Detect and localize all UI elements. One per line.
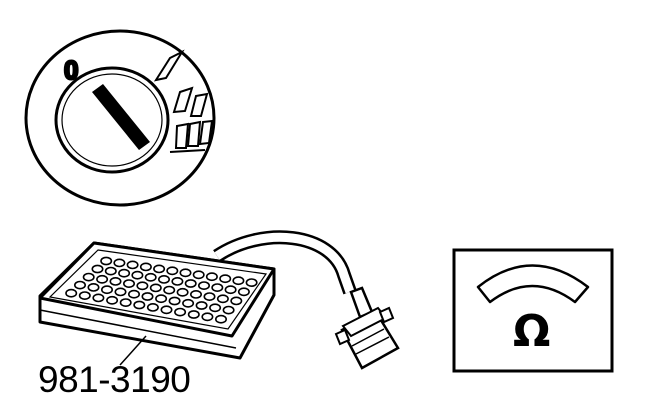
test-box-part-number: 981-3190 [38,359,190,400]
socket-hole [114,287,127,297]
ignition-position-1 [153,49,185,82]
socket-hole [136,281,149,291]
socket-hole [106,295,119,305]
socket-hole [65,288,78,298]
socket-hole [160,305,173,315]
socket-hole [133,300,146,310]
socket-hole [198,281,211,290]
socket-hole [131,270,144,280]
socket-hole [166,266,179,276]
socket-hole [237,287,250,297]
socket-hole [224,285,237,295]
ignition-lock-cylinder-inner [61,73,163,167]
socket-hole [109,276,122,286]
socket-hole [205,272,218,282]
socket-hole [168,296,181,306]
socket-hole [184,279,197,288]
socket-hole [104,266,117,276]
ignition-position-3 [169,119,214,153]
socket-hole [119,298,132,307]
test-box-socket-grid [65,256,258,324]
socket-hole [182,298,195,308]
socket-hole [176,287,189,297]
socket-hole [232,276,245,286]
socket-hole [174,307,187,317]
socket-hole [211,283,224,292]
socket-hole [126,260,139,270]
socket-hole [158,274,171,284]
socket-hole [146,302,159,312]
socket-hole [171,276,184,286]
test-cable [213,230,357,295]
ohm-symbol: Ω [513,306,550,357]
socket-hole [230,296,243,306]
socket-hole [96,274,109,284]
socket-hole [82,272,95,282]
ignition-position-0: 0 [64,55,78,85]
socket-hole [219,274,232,284]
socket-hole [87,282,100,292]
socket-hole [195,301,208,310]
ohmmeter: Ω [452,248,614,373]
socket-hole [222,305,235,315]
socket-hole [100,256,113,266]
socket-hole [141,292,154,301]
socket-hole [190,289,203,299]
socket-hole [163,285,176,295]
test-box [38,241,276,366]
socket-hole [203,292,216,301]
socket-hole [113,258,126,268]
socket-hole [78,291,91,300]
socket-hole [153,264,166,274]
socket-hole [201,312,214,322]
socket-hole [179,268,192,278]
socket-hole [144,272,157,282]
part-number-leader [119,335,147,366]
socket-hole [101,285,114,295]
socket-hole [209,303,222,313]
socket-hole [215,314,228,324]
key-slot [92,84,150,150]
socket-hole [192,270,205,280]
socket-hole [216,294,229,304]
socket-hole [74,280,87,290]
socket-hole [128,289,141,299]
ohmmeter-scale [476,264,590,304]
socket-hole [245,278,258,287]
socket-hole [139,262,152,272]
socket-hole [91,264,104,274]
socket-hole [155,294,168,304]
socket-hole [149,283,162,293]
ignition-switch: 0 [24,29,216,207]
multi-pin-connector [334,286,400,370]
socket-hole [92,293,105,303]
test-box-recess [48,249,268,330]
socket-hole [187,310,200,319]
socket-hole [123,279,136,288]
ignition-position-2 [172,86,209,117]
socket-hole [118,268,131,278]
